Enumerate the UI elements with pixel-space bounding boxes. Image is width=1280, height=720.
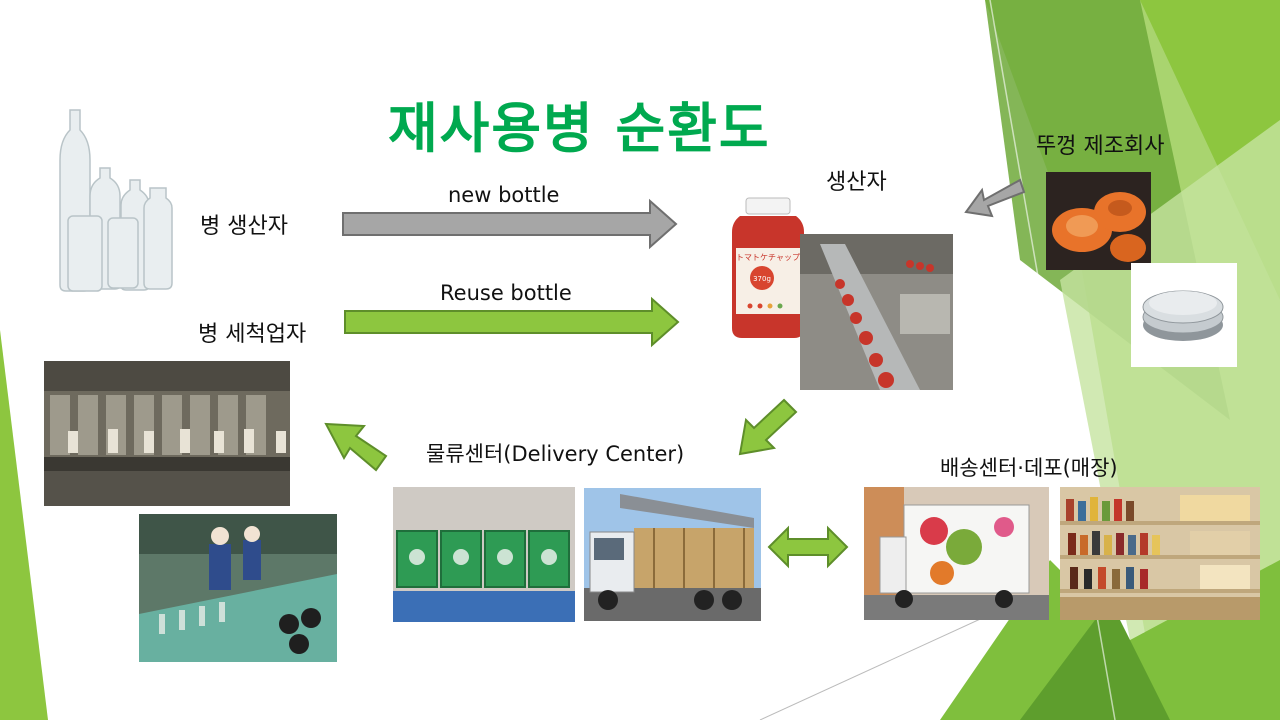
washing-machine-image [44,361,290,506]
node-cap-maker: 뚜껑 제조회사 [1036,134,1165,159]
arrow-logistics-to-washer [324,422,388,472]
glass-bottles-image [50,108,182,293]
arrow-producer-to-logistics [738,398,798,456]
product-weight: 370g [753,275,771,283]
page-title: 재사용병 순환도 [388,97,771,160]
edge-label-reuse-bottle: Reuse bottle [440,281,572,305]
node-delivery-store: 배송센터·데포(매장) [940,456,1118,480]
delivery-truck-image [584,488,761,621]
orange-caps-image [1046,172,1151,270]
arrow-new-bottle [342,198,678,250]
coop-truck-image [864,487,1049,620]
arrow-cap-to-producer [964,178,1026,218]
node-bottle-maker: 병 생산자 [200,214,288,239]
node-logistics: 물류센터(Delivery Center) [426,442,685,466]
edge-label-new-bottle: new bottle [448,183,560,207]
product-name: トマトケチャップ [736,253,800,262]
arrow-double-logistics-store [767,525,849,569]
store-shelves-image [1060,487,1260,620]
node-producer: 생산자 [826,170,887,195]
node-bottle-washer: 병 세척업자 [198,322,307,347]
production-line-image [800,234,953,390]
workers-line-image [139,514,337,662]
arrow-reuse-bottle [344,296,680,348]
ketchup-jar-image: トマトケチャップ 370g [722,196,814,342]
metal-caps-image [1131,263,1237,367]
bottle-crates-image [393,487,575,622]
